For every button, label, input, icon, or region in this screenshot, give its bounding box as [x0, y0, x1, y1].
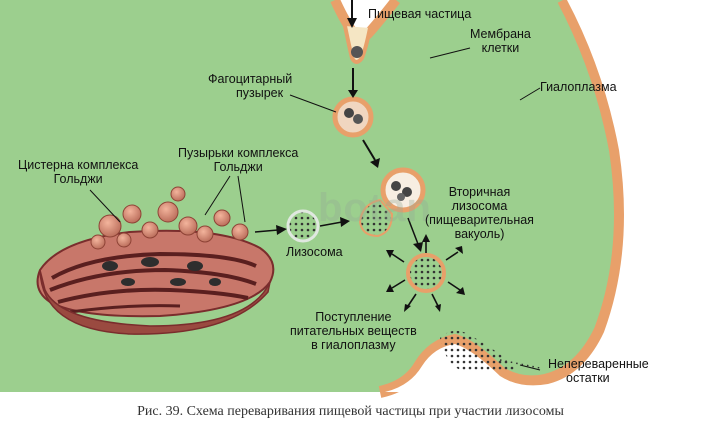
cell-membrane — [378, 0, 626, 398]
phagocytic-vesicle — [332, 96, 374, 138]
label-golgi-vesicles: Пузырьки комплекса Гольджи — [178, 146, 299, 174]
figure-caption: Рис. 39. Схема переваривания пищевой час… — [137, 404, 564, 419]
nutrient-arrows — [391, 240, 461, 307]
watermark: botan — [318, 186, 432, 230]
golgi-vesicles — [90, 186, 249, 250]
label-food-particle: Пищевая частица — [368, 7, 472, 21]
label-hyaloplasm: Гиалоплазма — [540, 80, 617, 94]
undigested-residue — [440, 330, 514, 372]
digestive-vacuole — [406, 253, 446, 293]
label-phagocytic-vesicle: Фагоцитарный пузырек — [208, 72, 293, 100]
label-cell-membrane: Мембрана клетки — [470, 27, 531, 55]
fusing-lysosome — [358, 198, 394, 238]
label-golgi-cistern: Цистерна комплекса Гольджи — [18, 158, 139, 186]
label-secondary-lysosome: Вторичная лизосома (пищеварительная ваку… — [425, 185, 534, 241]
label-undigested-residue: Непереваренные остатки — [548, 357, 649, 385]
golgi-complex — [36, 229, 275, 335]
food-particle — [351, 46, 363, 58]
label-nutrient-entry: Поступление питательных веществ в гиалоп… — [290, 310, 417, 352]
lysosome — [286, 209, 320, 243]
label-lysosome: Лизосома — [286, 245, 343, 259]
